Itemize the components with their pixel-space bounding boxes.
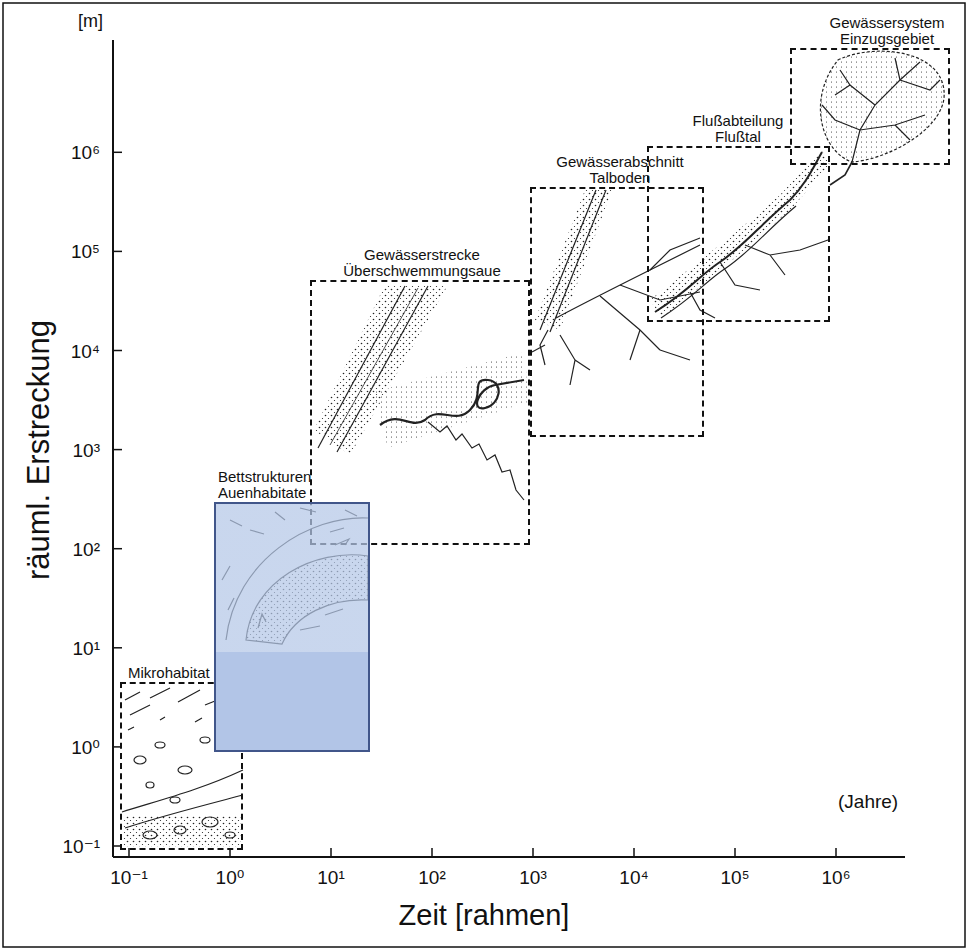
river-valley-sketch [655, 152, 822, 312]
microhabitat-sketch [134, 756, 146, 764]
scale-box: Gewässerabschnitt Talboden [530, 187, 704, 437]
tick-label: 10¹ [317, 868, 344, 887]
highlight-box: Bettstrukturen Auenhabitate [214, 502, 370, 752]
tick-label: 10⁶ [71, 143, 100, 162]
microhabitat-sketch [143, 831, 157, 839]
microhabitat-sketch [174, 826, 186, 834]
tick-label: 10³ [519, 868, 546, 887]
scale-level-title: Gewässerabschnitt Talboden [556, 154, 684, 186]
river-valley-sketch [650, 150, 830, 318]
river-valley-sketch [720, 240, 828, 290]
tick-label: 10⁵ [71, 242, 100, 261]
tick-mark [113, 152, 122, 154]
scale-level-title: Flußabteilung Flußtal [693, 113, 784, 145]
microhabitat-sketch [122, 770, 243, 812]
tick-label: 10⁴ [619, 868, 648, 887]
tick-label: 10⁶ [822, 868, 851, 887]
scale-level-title: Mikrohabitat [128, 665, 210, 681]
floodplain-sketch [314, 285, 528, 500]
axes [113, 40, 905, 857]
tick-label: 10² [418, 868, 445, 887]
axis-unit: [m] [78, 12, 103, 30]
tick-label: 10² [73, 539, 100, 558]
tick-mark [633, 848, 635, 857]
catchment-sketch [822, 58, 940, 140]
catchment-sketch [852, 62, 920, 162]
scale-level-title: Bettstrukturen Auenhabitate [218, 469, 311, 501]
axes [112, 40, 114, 857]
river-valley-sketch [650, 150, 830, 318]
tick-mark [532, 848, 534, 857]
axes [113, 856, 905, 858]
scale-box: Gewässersystem Einzugsgebiet [790, 48, 950, 165]
microhabitat-sketch [128, 717, 202, 730]
catchment-sketch [820, 51, 944, 162]
tick-label: 10⁴ [71, 341, 100, 360]
axis-unit: (Jahre) [838, 792, 898, 811]
valley-floor-sketch [630, 330, 690, 360]
microhabitat-sketch [123, 815, 241, 847]
tick-mark [835, 848, 837, 857]
microhabitat-sketch [202, 817, 218, 827]
valley-floor-sketch [540, 190, 596, 330]
tick-mark [113, 647, 122, 649]
microhabitat-sketch [155, 742, 165, 748]
tick-label: 10³ [73, 440, 100, 459]
tick-label: 10⁰ [216, 868, 245, 887]
tick-label: 10⁻¹ [110, 868, 148, 887]
microhabitat-sketch [200, 737, 210, 743]
tick-mark [330, 848, 332, 857]
valley-floor-sketch [532, 330, 590, 385]
scale-box: Flußabteilung Flußtal [647, 146, 830, 322]
axis-title: räuml. Erstreckung [23, 320, 54, 580]
microhabitat-sketch [178, 766, 192, 774]
microhabitat-sketch [225, 832, 235, 838]
tick-mark [734, 848, 736, 857]
scale-level-title: Gewässersystem Einzugsgebiet [829, 15, 944, 47]
floodplain-sketch [372, 352, 528, 448]
tick-label: 10¹ [73, 638, 100, 657]
microhabitat-sketch [170, 797, 180, 803]
tick-mark [113, 251, 122, 253]
axis-title: Zeit [rahmen] [399, 901, 570, 930]
tick-mark [113, 350, 122, 352]
tick-mark [113, 548, 122, 550]
tick-label: 10⁵ [720, 868, 749, 887]
microhabitat-sketch [146, 782, 154, 788]
floodplain-sketch [380, 380, 524, 425]
tick-mark [431, 848, 433, 857]
tick-label: 10⁻¹ [63, 837, 101, 856]
frame [3, 3, 965, 947]
tick-mark [113, 449, 122, 451]
valley-floor-sketch [550, 190, 606, 332]
catchment-sketch [830, 162, 852, 185]
tick-label: 10⁰ [71, 737, 100, 756]
floodplain-sketch [428, 422, 524, 500]
scale-level-title: Gewässerstrecke Überschwemmungsaue [343, 247, 501, 279]
